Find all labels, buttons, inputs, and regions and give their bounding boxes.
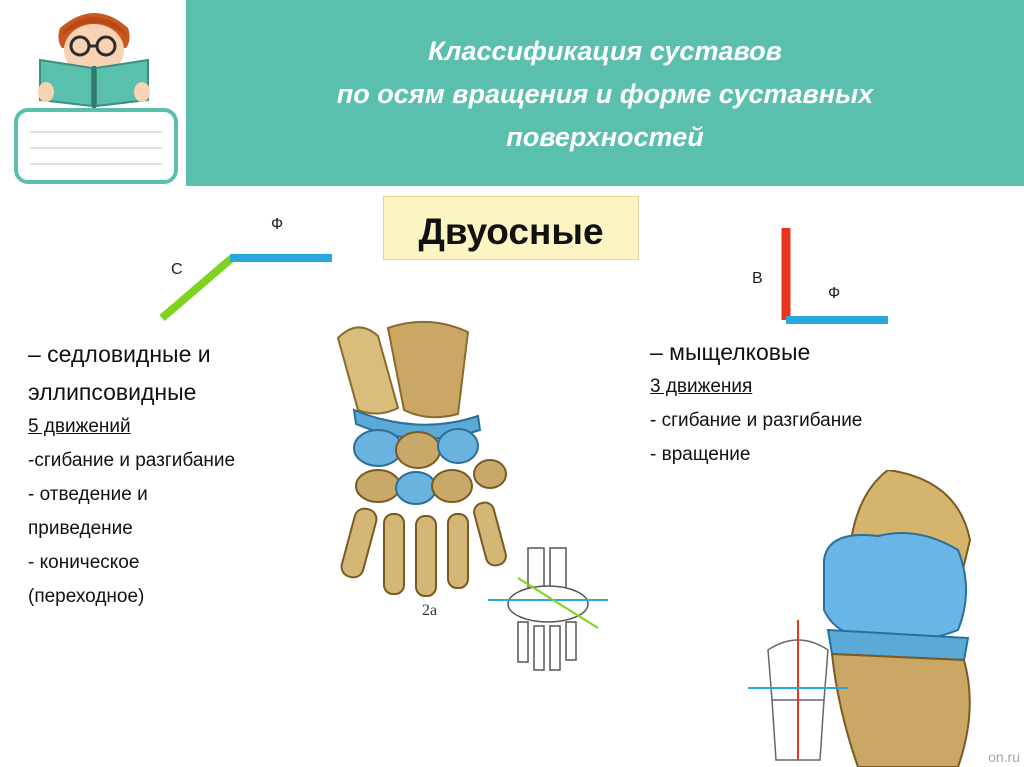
movement-item: приведение: [28, 512, 328, 546]
saddle-ellipsoid-description: – седловидные и эллипсовидные 5 движений…: [28, 338, 328, 614]
movement-item: (переходное): [28, 580, 328, 614]
axis-c-label: С: [171, 261, 183, 279]
axis-f-label-right: Ф: [828, 285, 840, 303]
axis-f-label: Ф: [271, 216, 283, 234]
knee-joint-illustration: [738, 470, 1024, 767]
movement-item: - вращение: [650, 438, 1010, 472]
type-line-1: – мыщелковые: [650, 336, 1010, 368]
axis-v-label: В: [752, 270, 763, 288]
biaxial-axes-diagram: [150, 240, 340, 330]
movement-item: - отведение и: [28, 478, 328, 512]
type-line-1: – седловидные и: [28, 338, 328, 370]
title-line-3: поверхностей: [186, 116, 1024, 159]
movement-item: - сгибание и разгибание: [650, 404, 1010, 438]
slide-title: Классификация суставов по осям вращения …: [186, 30, 1024, 159]
figure-caption: 2а: [422, 602, 437, 620]
wrist-bones-illustration: [318, 318, 618, 693]
title-line-2: по осям вращения и форме суставных: [186, 73, 1024, 116]
movement-item: -сгибание и разгибание: [28, 444, 328, 478]
watermark: on.ru: [988, 749, 1020, 765]
type-line-2: эллипсовидные: [28, 376, 328, 408]
reading-kid-icon: [0, 0, 186, 186]
condylar-axes-diagram: [776, 224, 896, 328]
header-banner: Классификация суставов по осям вращения …: [186, 0, 1024, 186]
category-badge: Двуосные: [383, 196, 639, 260]
title-line-1: Классификация суставов: [186, 30, 1024, 73]
movement-count: 3 движения: [650, 370, 1010, 404]
movement-item: - коническое: [28, 546, 328, 580]
logo: [0, 0, 186, 186]
condylar-description: – мыщелковые 3 движения - сгибание и раз…: [650, 336, 1010, 472]
category-badge-label: Двуосные: [384, 211, 638, 253]
movement-count: 5 движений: [28, 410, 328, 444]
